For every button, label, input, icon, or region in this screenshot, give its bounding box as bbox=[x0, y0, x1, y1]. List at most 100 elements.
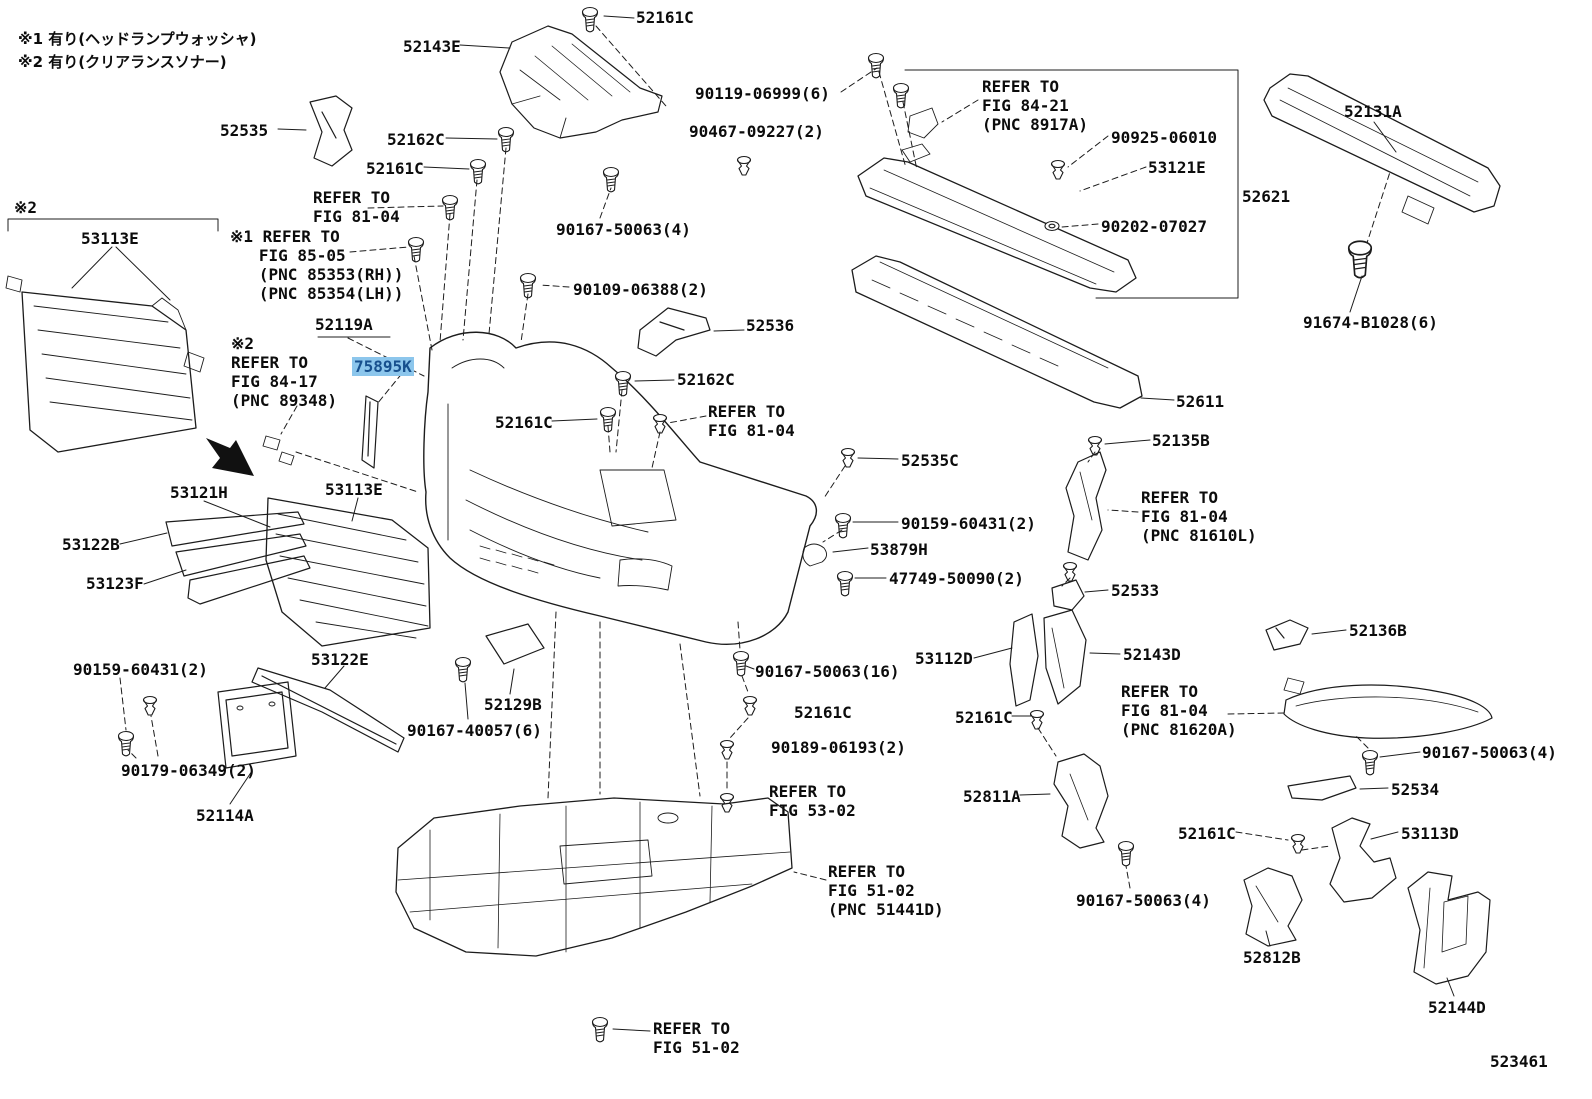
bolt-icon bbox=[117, 730, 135, 757]
part-label-90167-50063-3[interactable]: 90167-50063(16) bbox=[755, 662, 900, 681]
clip-icon bbox=[1029, 709, 1045, 730]
part-label-52162c-1[interactable]: 52162C bbox=[387, 130, 445, 149]
part-label-90109-06388[interactable]: 90109-06388(2) bbox=[573, 280, 708, 299]
part-label-52161c-4[interactable]: 52161C bbox=[955, 708, 1013, 727]
part-label-90202-07027[interactable]: 90202-07027 bbox=[1101, 217, 1207, 236]
bumper-reinforcement-52621-drawing bbox=[857, 143, 1137, 293]
refer-note-fig-84-17: ※2 REFER TO FIG 84-17 (PNC 89348) bbox=[231, 334, 337, 410]
part-label-53113e-2[interactable]: 53113E bbox=[325, 480, 383, 499]
bolt-icon bbox=[732, 650, 750, 677]
part-label-53112d[interactable]: 53112D bbox=[915, 649, 973, 668]
part-label-90467-09227[interactable]: 90467-09227(2) bbox=[689, 122, 824, 141]
bracket-52534-drawing bbox=[1287, 775, 1357, 801]
clamp-53879h-drawing bbox=[802, 543, 827, 567]
leader-lines bbox=[7, 15, 1455, 1032]
part-label-90119-06999[interactable]: 90119-06999(6) bbox=[695, 84, 830, 103]
part-label-53122e[interactable]: 53122E bbox=[311, 650, 369, 669]
part-label-52811a[interactable]: 52811A bbox=[963, 787, 1021, 806]
bolt-icon bbox=[1117, 840, 1135, 867]
part-label-53879h[interactable]: 53879H bbox=[870, 540, 928, 559]
legend-note-2: ※2 有り(クリアランスソナー) bbox=[18, 53, 227, 71]
bracket-52135b-drawing bbox=[1065, 451, 1107, 561]
part-label-52161c-5[interactable]: 52161C bbox=[794, 703, 852, 722]
refer-note-fig-85-05: ※1 REFER TO FIG 85-05 (PNC 85353(RH)) (P… bbox=[230, 227, 404, 303]
bumper-cover-drawing bbox=[423, 331, 817, 645]
part-label-90925-06010[interactable]: 90925-06010 bbox=[1111, 128, 1217, 147]
refer-note-fig-51-02-2: REFER TO FIG 51-02 bbox=[653, 1019, 740, 1057]
part-label-52143d[interactable]: 52143D bbox=[1123, 645, 1181, 664]
refer-note-fig-81-04-1: REFER TO FIG 81-04 bbox=[313, 188, 400, 226]
part-label-75895k[interactable]: 75895K bbox=[352, 357, 414, 376]
part-label-53113e-1[interactable]: 53113E bbox=[81, 229, 139, 248]
part-label-90159-60431-1[interactable]: 90159-60431(2) bbox=[901, 514, 1036, 533]
part-label-90159-60431-2[interactable]: 90159-60431(2) bbox=[73, 660, 208, 679]
part-label-52535[interactable]: 52535 bbox=[220, 121, 269, 140]
impact-bar-52131a-drawing bbox=[1263, 73, 1501, 225]
clip-icon bbox=[1050, 159, 1066, 180]
part-label-90189-06193[interactable]: 90189-06193(2) bbox=[771, 738, 906, 757]
part-label-52161c-2[interactable]: 52161C bbox=[366, 159, 424, 178]
clip-icon bbox=[742, 695, 758, 716]
bolt-icon bbox=[454, 656, 472, 683]
part-label-53113d[interactable]: 53113D bbox=[1401, 824, 1459, 843]
clip-icon bbox=[736, 155, 752, 176]
part-label-52135b[interactable]: 52135B bbox=[1152, 431, 1210, 450]
refer-note-fig-84-21: REFER TO FIG 84-21 (PNC 8917A) bbox=[982, 77, 1088, 134]
drl-lamp-drawing bbox=[1283, 677, 1493, 739]
part-label-52621[interactable]: 52621 bbox=[1242, 187, 1291, 206]
part-label-52536[interactable]: 52536 bbox=[746, 316, 795, 335]
part-label-90167-40057[interactable]: 90167-40057(6) bbox=[407, 721, 542, 740]
bracket-52536-drawing bbox=[637, 307, 711, 357]
grille-left-53113e-drawing bbox=[5, 275, 205, 453]
refer-note-fig-51-02-1: REFER TO FIG 51-02 (PNC 51441D) bbox=[828, 862, 944, 919]
refer-note-fig-53-02: REFER TO FIG 53-02 bbox=[769, 782, 856, 820]
part-label-53122b[interactable]: 53122B bbox=[62, 535, 120, 554]
upper-bracket-52143e-drawing bbox=[499, 25, 663, 139]
legend-note-1: ※1 有り(ヘッドランプウォッシャ) bbox=[18, 30, 257, 48]
clip-icon bbox=[719, 739, 735, 760]
refer-note-fig-81-04-4: REFER TO FIG 81-04 (PNC 81620A) bbox=[1121, 682, 1237, 739]
part-label-52812b[interactable]: 52812B bbox=[1243, 948, 1301, 967]
sonar-brackets-drawing bbox=[262, 435, 295, 466]
part-label-47749-50090[interactable]: 47749-50090(2) bbox=[889, 569, 1024, 588]
part-label-90179-06349[interactable]: 90179-06349(2) bbox=[121, 761, 256, 780]
bolt-icon bbox=[614, 370, 632, 397]
part-label-52533[interactable]: 52533 bbox=[1111, 581, 1160, 600]
seal-75895k-drawing bbox=[361, 395, 379, 469]
bracket-52812b-drawing bbox=[1243, 867, 1303, 947]
part-label-52119a[interactable]: 52119A bbox=[315, 315, 373, 334]
direction-arrow bbox=[206, 438, 254, 476]
part-label-52114a[interactable]: 52114A bbox=[196, 806, 254, 825]
engine-under-cover-drawing bbox=[395, 797, 793, 957]
part-label-52161c-3[interactable]: 52161C bbox=[495, 413, 553, 432]
part-label-90167-50063-1[interactable]: 90167-50063(4) bbox=[556, 220, 691, 239]
part-label-52131a[interactable]: 52131A bbox=[1344, 102, 1402, 121]
part-label-53123f[interactable]: 53123F bbox=[86, 574, 144, 593]
bolt-icon bbox=[892, 82, 910, 109]
dashed-lines bbox=[119, 25, 1391, 889]
part-label-53121h[interactable]: 53121H bbox=[170, 483, 228, 502]
part-label-52535c[interactable]: 52535C bbox=[901, 451, 959, 470]
part-label-52136b[interactable]: 52136B bbox=[1349, 621, 1407, 640]
bolt-icon bbox=[407, 236, 425, 263]
refer-note-fig-81-04-3: REFER TO FIG 81-04 (PNC 81610L) bbox=[1141, 488, 1257, 545]
part-label-52611[interactable]: 52611 bbox=[1176, 392, 1225, 411]
part-label-91674-b1028[interactable]: 91674-B1028(6) bbox=[1303, 313, 1438, 332]
part-label-90167-50063-4[interactable]: 90167-50063(4) bbox=[1076, 891, 1211, 910]
bracket-8917a-drawing bbox=[907, 107, 939, 139]
part-label-90167-50063-2[interactable]: 90167-50063(4) bbox=[1422, 743, 1557, 762]
part-label-52143e[interactable]: 52143E bbox=[403, 37, 461, 56]
part-label-52144d[interactable]: 52144D bbox=[1428, 998, 1486, 1017]
part-label-53121e[interactable]: 53121E bbox=[1148, 158, 1206, 177]
clip-icon bbox=[840, 447, 856, 468]
part-label-52161c-1[interactable]: 52161C bbox=[636, 8, 694, 27]
part-label-52534[interactable]: 52534 bbox=[1391, 780, 1440, 799]
cover-52129b-drawing bbox=[485, 623, 545, 665]
part-label-52129b[interactable]: 52129B bbox=[484, 695, 542, 714]
refer-note-fig-81-04-2: REFER TO FIG 81-04 bbox=[708, 402, 795, 440]
part-label-52162c-2[interactable]: 52162C bbox=[677, 370, 735, 389]
part-label-52161c-6[interactable]: 52161C bbox=[1178, 824, 1236, 843]
